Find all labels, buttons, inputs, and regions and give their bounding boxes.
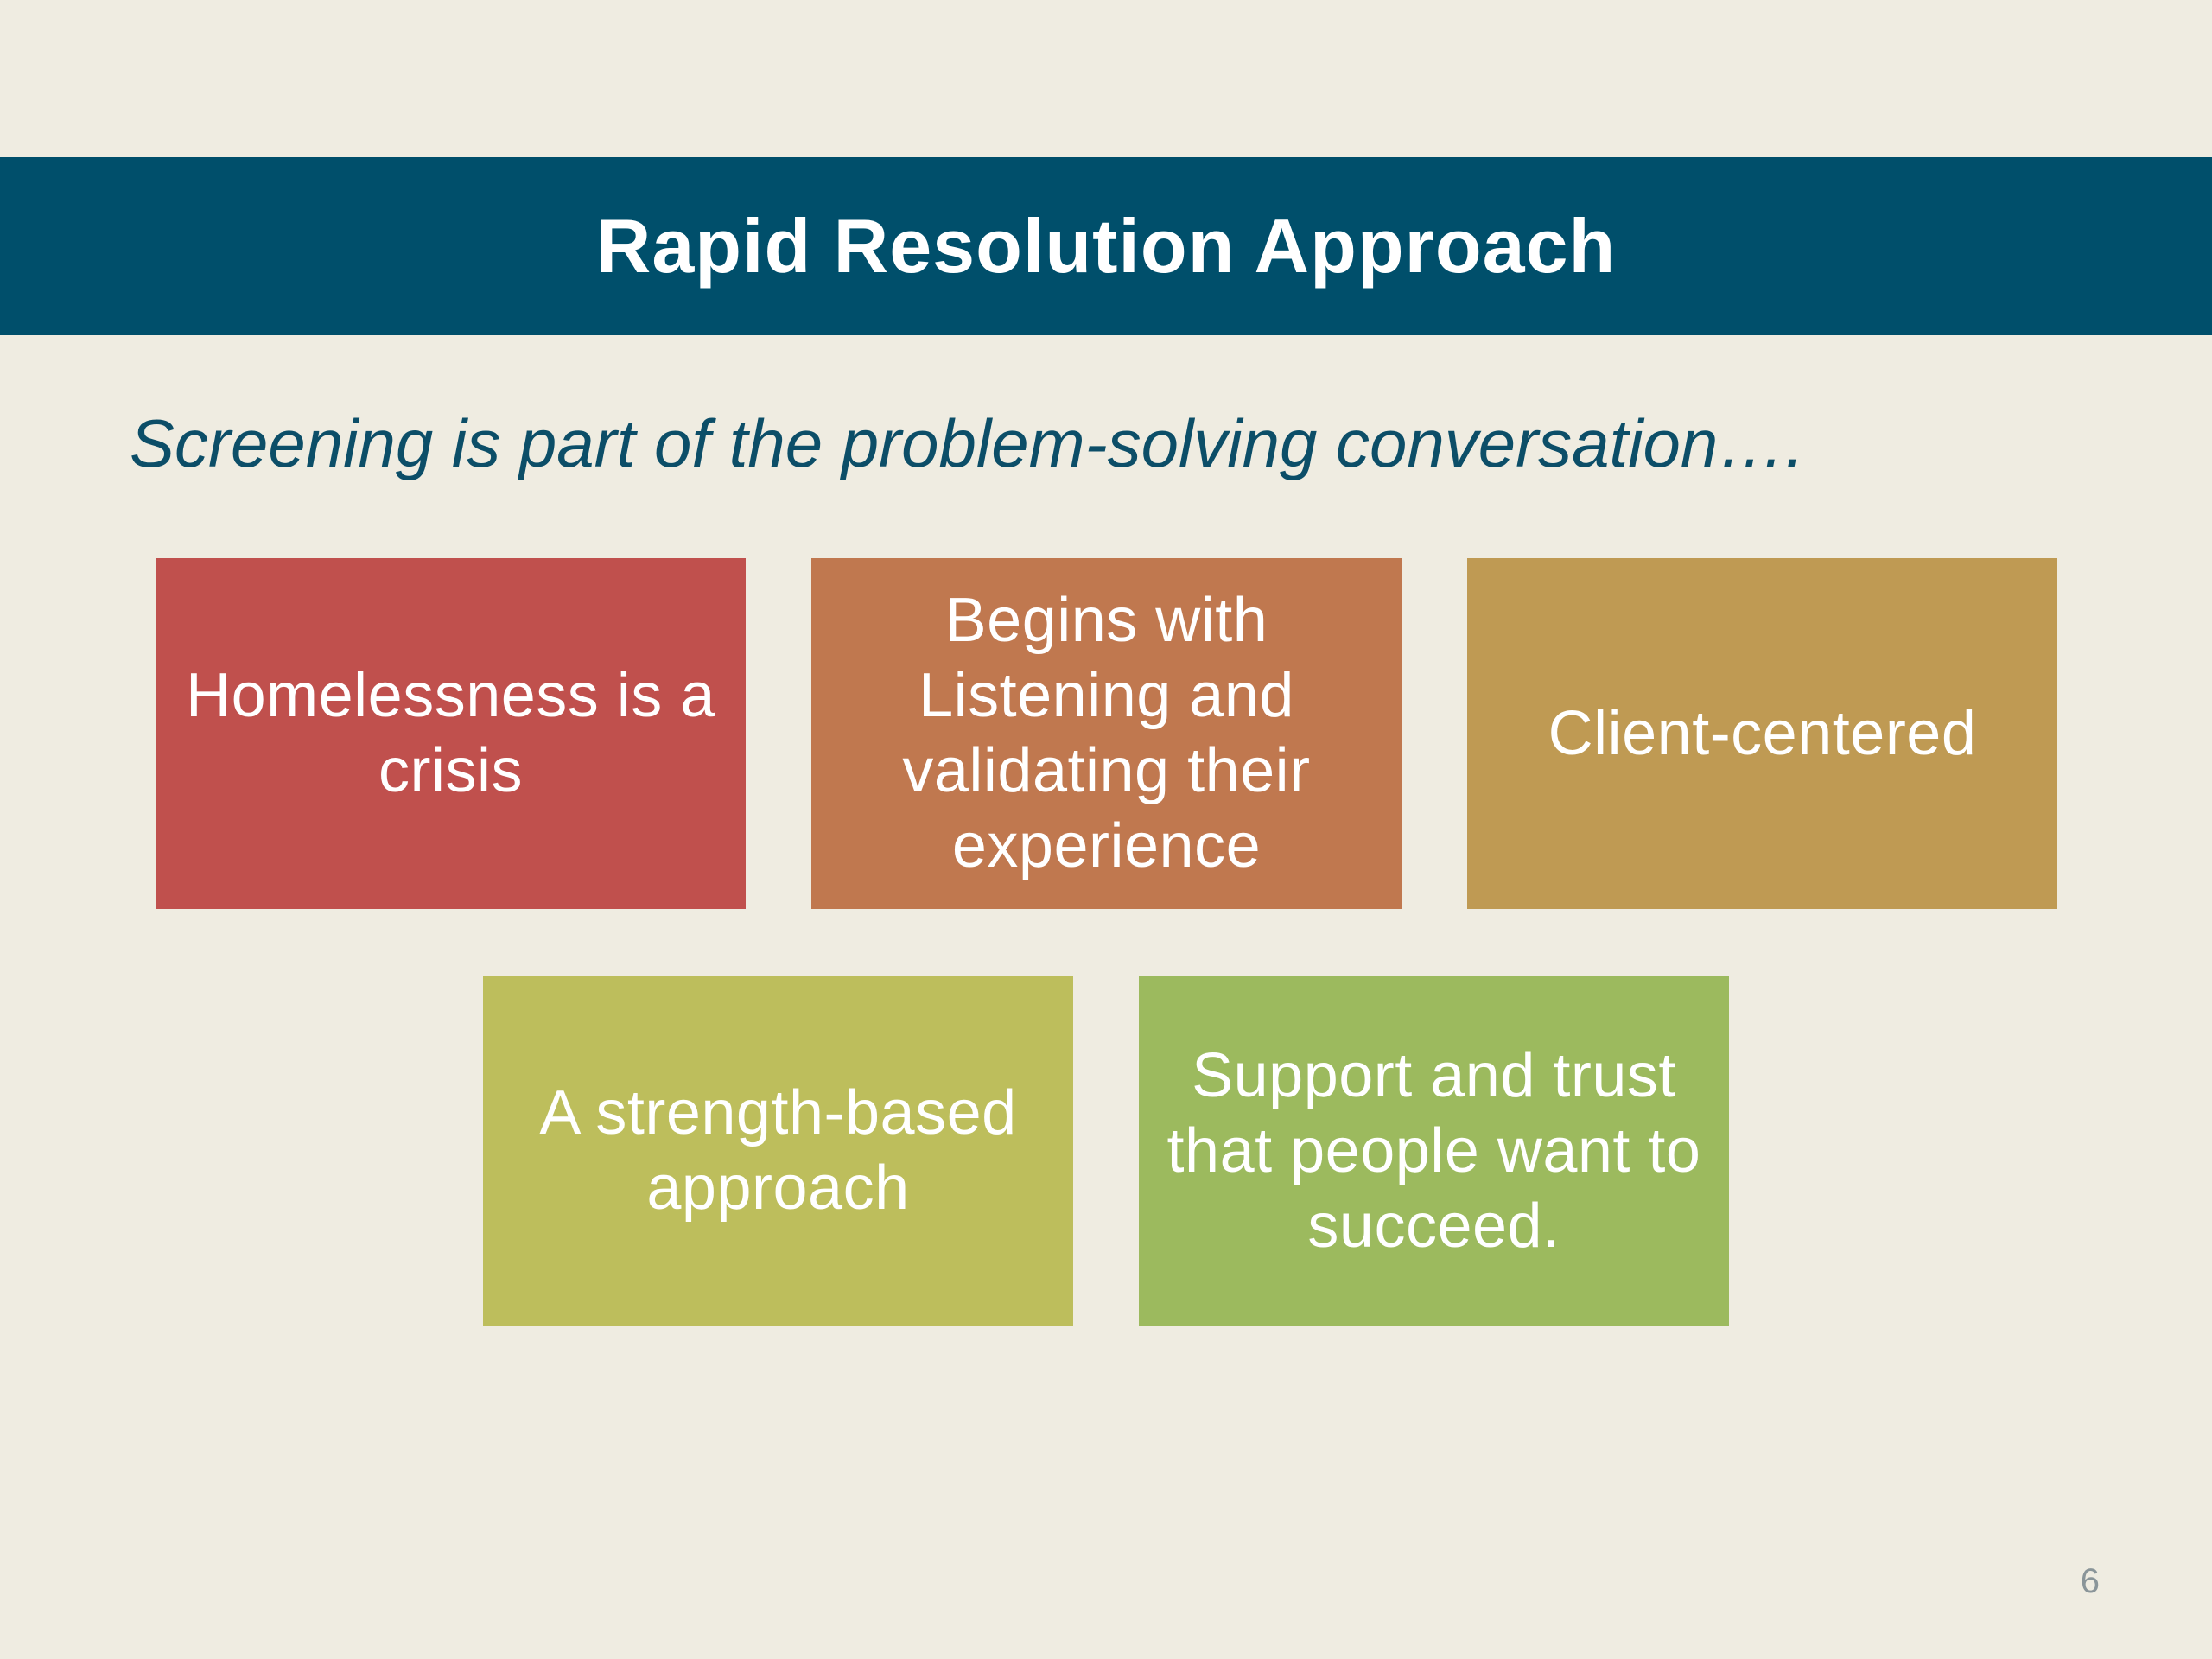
- box-label: Client-centered: [1548, 698, 1977, 768]
- box-label: Homelessness is a crisis: [186, 661, 715, 805]
- slide-title: Rapid Resolution Approach: [595, 203, 1617, 289]
- box-label: Support and trust that people want to su…: [1166, 1040, 1701, 1261]
- box-label: Begins with Listening and validating the…: [902, 586, 1311, 880]
- box-support-and-trust: Support and trust that people want to su…: [1139, 976, 1729, 1326]
- slide-subtitle: Screening is part of the problem-solving…: [130, 405, 1804, 481]
- page-number: 6: [2080, 1562, 2100, 1600]
- title-bar: Rapid Resolution Approach: [0, 157, 2212, 335]
- box-homelessness-crisis: Homelessness is a crisis: [156, 558, 746, 909]
- box-client-centered: Client-centered: [1467, 558, 2057, 909]
- box-label: A strength-based approach: [539, 1078, 1017, 1223]
- box-strength-based: A strength-based approach: [483, 976, 1073, 1326]
- box-begins-with-listening: Begins with Listening and validating the…: [811, 558, 1402, 909]
